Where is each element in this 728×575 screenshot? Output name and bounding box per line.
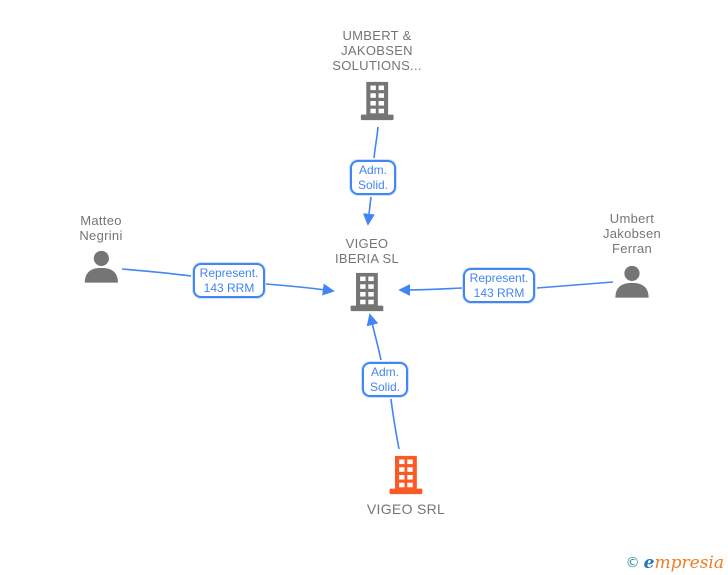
edge-label-represent-left: Represent. 143 RRM (193, 263, 265, 298)
node-bottom-company-label: VIGEO SRL (366, 501, 446, 517)
edge-label-adm-solid-top: Adm. Solid. (350, 160, 396, 195)
node-top-company[interactable]: UMBERT & JAKOBSEN SOLUTIONS... (332, 28, 422, 121)
edge-left-label-to-center (265, 283, 335, 296)
node-center-company[interactable]: VIGEO IBERIA SL (335, 236, 399, 312)
edge-top-label-to-center (362, 196, 375, 226)
brand-wordmark: empresia (643, 553, 724, 573)
node-right-person[interactable]: Umbert Jakobsen Ferran (603, 211, 661, 298)
node-left-person-label: Matteo Negrini (79, 213, 123, 243)
edge-right-label-to-center (398, 283, 463, 296)
building-icon (389, 455, 423, 495)
edge-bottom-company-to-label (390, 398, 400, 450)
edge-bottom-label-to-center (366, 313, 382, 361)
edge-label-represent-right: Represent. 143 RRM (463, 268, 535, 303)
node-left-person[interactable]: Matteo Negrini (79, 213, 122, 283)
building-icon (360, 81, 394, 121)
node-right-person-label: Umbert Jakobsen Ferran (602, 211, 662, 256)
node-bottom-company[interactable]: VIGEO SRL (367, 455, 445, 517)
person-icon (84, 250, 118, 283)
copyright-icon: © (625, 555, 640, 571)
building-icon (350, 272, 384, 312)
edge-label-adm-solid-bottom: Adm. Solid. (362, 362, 408, 397)
person-icon (615, 265, 649, 298)
edge-top-company-to-label (373, 126, 379, 159)
edge-right-person-to-label (536, 281, 614, 289)
node-center-company-label: VIGEO IBERIA SL (334, 236, 400, 266)
empresia-logo[interactable]: © empresia (626, 554, 724, 572)
node-top-company-label: UMBERT & JAKOBSEN SOLUTIONS... (332, 28, 422, 73)
edge-left-person-to-label (121, 268, 192, 277)
